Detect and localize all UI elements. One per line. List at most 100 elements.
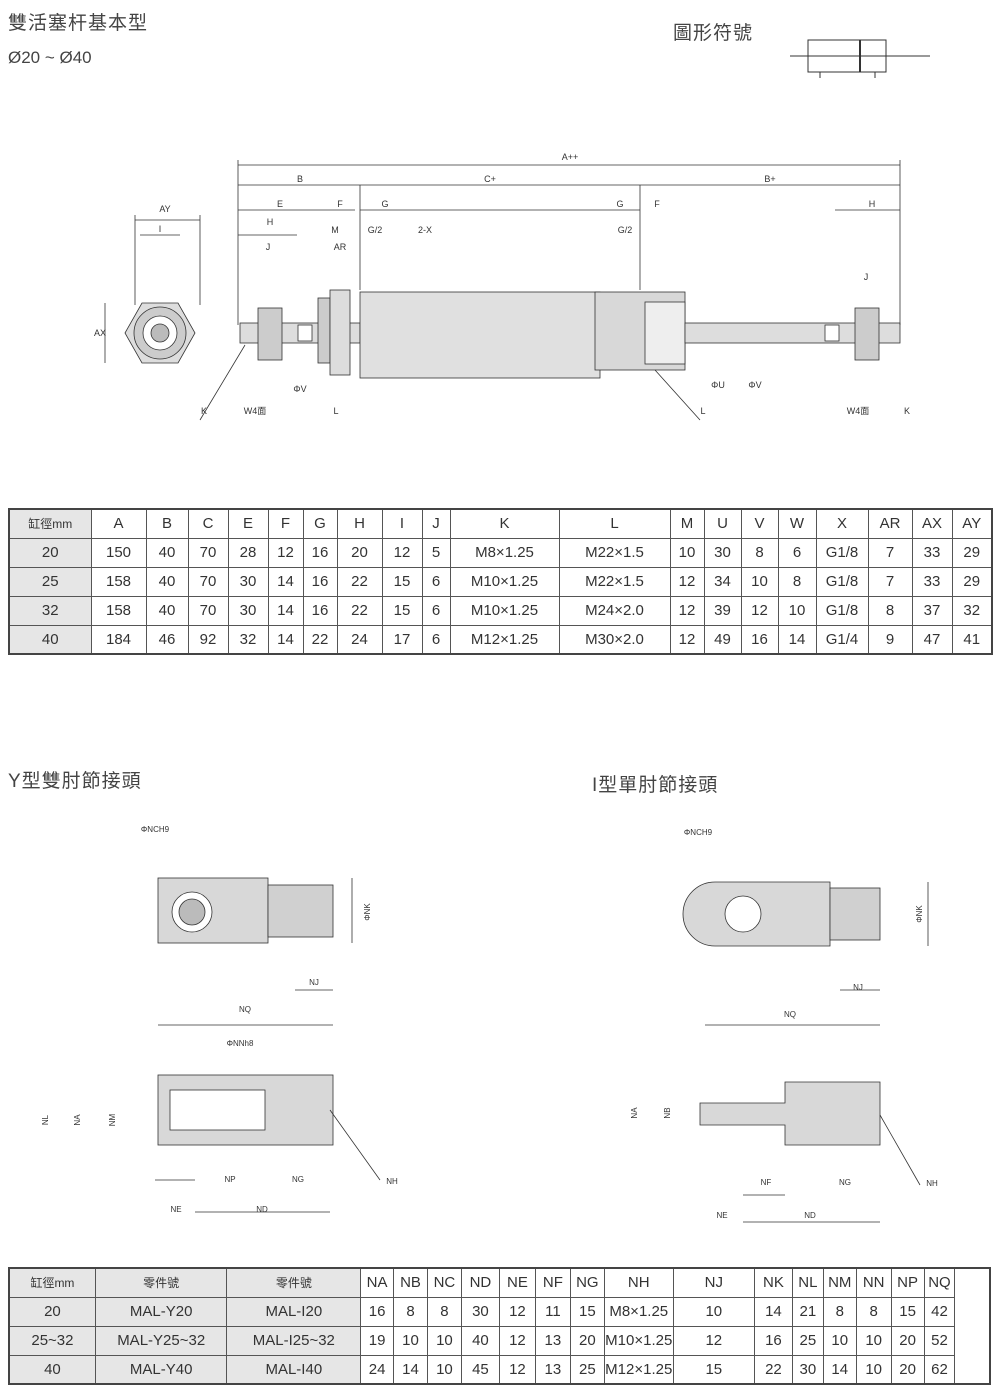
table-cell: 25 xyxy=(569,1354,605,1385)
table-cell: 20 xyxy=(890,1325,925,1356)
column-header: NP xyxy=(890,1267,925,1298)
table-cell: 8 xyxy=(740,537,779,568)
table-cell: 40 xyxy=(145,595,189,626)
table-cell: 22 xyxy=(302,624,338,655)
svg-text:ΦV: ΦV xyxy=(748,380,761,390)
table-cell: G1/4 xyxy=(815,624,869,655)
svg-text:H: H xyxy=(267,217,274,227)
table-cell: 42 xyxy=(923,1296,956,1327)
table-cell: 37 xyxy=(911,595,953,626)
svg-text:NH: NH xyxy=(386,1177,398,1186)
column-header: 零件號 xyxy=(226,1267,362,1298)
svg-text:NA: NA xyxy=(73,1114,82,1126)
i-joint-title: I型單肘節接頭 xyxy=(592,775,719,796)
svg-text:NA: NA xyxy=(630,1107,639,1119)
svg-text:NJ: NJ xyxy=(309,978,319,987)
table-cell: 70 xyxy=(187,595,229,626)
symbol-label: 圖形符號 xyxy=(673,23,754,44)
table-cell: 16 xyxy=(302,566,338,597)
svg-text:ND: ND xyxy=(804,1211,816,1220)
column-header: L xyxy=(558,508,671,539)
table-cell: M8×1.25 xyxy=(603,1296,674,1327)
table-cell: 33 xyxy=(911,566,953,597)
table-cell: 10 xyxy=(740,566,779,597)
svg-text:J: J xyxy=(864,272,869,282)
table-cell: M12×1.25 xyxy=(603,1354,674,1385)
svg-text:NE: NE xyxy=(170,1205,181,1214)
table-cell: 10 xyxy=(777,595,817,626)
column-header: AR xyxy=(867,508,913,539)
svg-text:J: J xyxy=(266,242,271,252)
table-cell: 52 xyxy=(923,1325,956,1356)
y-joint-drawing: ΦNCH9 ΦNK NJ NQ ΦNNh8 NL NA NM NP NG NH … xyxy=(41,825,398,1214)
table-cell: 30 xyxy=(227,566,269,597)
column-header: B xyxy=(145,508,189,539)
table-cell: 10 xyxy=(669,537,705,568)
table-cell: 70 xyxy=(187,537,229,568)
table-cell: 70 xyxy=(187,566,229,597)
table-cell: 40 xyxy=(8,1354,96,1385)
table-cell: 33 xyxy=(911,537,953,568)
table-cell: 158 xyxy=(90,566,147,597)
table-cell: G1/8 xyxy=(815,566,869,597)
cylinder-drawing: A++ B C+ B+ E F G G F H H M G/2 2-X G/2 … xyxy=(94,152,910,421)
svg-text:2-X: 2-X xyxy=(418,225,432,235)
table-cell: M10×1.25 xyxy=(449,595,560,626)
table-cell: 45 xyxy=(460,1354,500,1385)
y-joint-title: Y型雙肘節接頭 xyxy=(8,771,142,792)
table-cell: 20 xyxy=(336,537,383,568)
table-cell: MAL-I25~32 xyxy=(226,1325,362,1356)
table-cell: 15 xyxy=(672,1354,755,1385)
table-cell: 15 xyxy=(890,1296,925,1327)
table-cell: M30×2.0 xyxy=(558,624,671,655)
table-cell: 16 xyxy=(360,1296,395,1327)
table-cell: M8×1.25 xyxy=(449,537,560,568)
table-cell: 29 xyxy=(951,537,993,568)
svg-text:G: G xyxy=(381,199,388,209)
table-cell: 20 xyxy=(8,537,92,568)
column-header: 缸徑mm xyxy=(8,1267,96,1298)
svg-text:G: G xyxy=(616,199,623,209)
table-cell: 10 xyxy=(426,1325,462,1356)
table-cell: 8 xyxy=(777,566,817,597)
column-header: NG xyxy=(569,1267,605,1298)
column-header: X xyxy=(815,508,869,539)
table-cell: 29 xyxy=(951,566,993,597)
svg-text:NL: NL xyxy=(41,1114,50,1125)
svg-text:NM: NM xyxy=(108,1113,117,1126)
table-cell: 14 xyxy=(267,624,304,655)
table-cell: 24 xyxy=(336,624,383,655)
svg-text:E: E xyxy=(277,199,283,209)
column-header: A xyxy=(90,508,147,539)
svg-text:M: M xyxy=(331,225,339,235)
table-cell: 32 xyxy=(8,595,92,626)
svg-text:K: K xyxy=(904,406,910,416)
svg-text:F: F xyxy=(654,199,660,209)
table-cell: 12 xyxy=(267,537,304,568)
table-cell: 10 xyxy=(393,1325,428,1356)
table-cell: 10 xyxy=(672,1296,755,1327)
table-cell: 184 xyxy=(90,624,147,655)
table-cell: 40 xyxy=(460,1325,500,1356)
table-cell: 7 xyxy=(867,566,913,597)
table-cell: 12 xyxy=(498,1354,536,1385)
table-cell: G1/8 xyxy=(815,595,869,626)
table-cell: 10 xyxy=(855,1354,892,1385)
column-header: K xyxy=(449,508,560,539)
cylinder-symbol xyxy=(790,39,930,78)
svg-text:NH: NH xyxy=(926,1179,938,1188)
column-header: NE xyxy=(498,1267,536,1298)
svg-text:NP: NP xyxy=(224,1175,235,1184)
column-header: I xyxy=(381,508,423,539)
column-header: AY xyxy=(951,508,993,539)
svg-text:W4面: W4面 xyxy=(847,406,870,416)
column-header: 零件號 xyxy=(94,1267,228,1298)
column-header: F xyxy=(267,508,304,539)
table-cell: 22 xyxy=(336,566,383,597)
svg-text:ΦNCH9: ΦNCH9 xyxy=(141,825,170,834)
column-header: NN xyxy=(855,1267,892,1298)
